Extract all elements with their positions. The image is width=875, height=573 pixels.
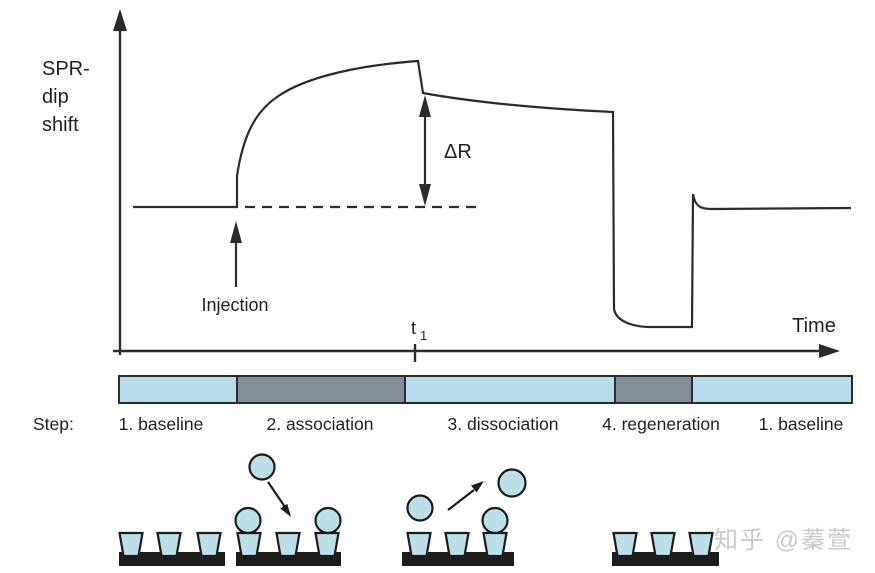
release-arrowhead-icon [471,481,484,493]
sensor-surface-bar [612,552,719,566]
watermark-text: 知乎 @蓁萱 [714,527,853,554]
step-segment-dissociation [404,375,616,404]
delta-r-arrowhead-down-icon [419,184,431,206]
sensor-surface-bar [119,552,225,566]
y-axis-arrowhead-icon [113,9,127,31]
sensorgram-curve [133,59,852,329]
receptor-trapezoid [650,531,676,558]
receptor-trapezoid [196,531,222,558]
free-analyte-circle [406,494,434,522]
receptor-trapezoid [314,531,340,558]
bound-analyte-circle [234,506,262,535]
binding-arrow-line [267,481,286,508]
y-axis-label-line1: SPR- [42,58,90,80]
x-axis-label: Time [792,315,836,337]
injection-annotation: Injection [201,221,269,315]
step-label-baseline-2: 1. baseline [759,414,844,434]
delta-r-label: ΔR [444,141,472,163]
step-label-baseline-1: 1. baseline [119,414,204,434]
schematic-association [234,453,342,566]
step-label-dissociation: 3. dissociation [448,414,559,434]
step-segment-regeneration [614,375,693,404]
receptor-trapezoid [275,531,301,558]
step-segment-association [236,375,406,404]
receptor-trapezoid [406,531,432,558]
release-arrow-line [447,489,475,511]
step-label-regeneration: 4. regeneration [602,414,720,434]
bound-analyte-circle [314,506,342,535]
injection-label: Injection [201,295,268,315]
step-labels-row: Step: 1. baseline 2. association 3. diss… [33,414,843,434]
schematic-baseline-2 [612,531,719,566]
step-caption: Step: [33,414,74,434]
receptor-trapezoid [156,531,182,558]
x-axis-arrowhead-icon [819,344,840,358]
t1-annotation: t 1 [411,318,427,362]
step-bar [118,375,853,404]
delta-r-arrowhead-up-icon [419,95,431,117]
y-axis-label: SPR- dip shift [42,58,90,136]
receptor-trapezoid [612,531,638,558]
sensor-surface-bar [402,552,514,566]
injection-arrowhead-icon [230,221,242,243]
binding-arrowhead-icon [280,503,291,517]
y-axis-label-line3: shift [42,114,79,136]
t1-label: t [411,318,416,338]
delta-r-annotation: ΔR [419,95,472,206]
step-segment-baseline-1 [118,375,238,404]
free-analyte-circle [497,468,527,498]
free-analyte-circle [248,453,276,481]
schematic-baseline-1 [118,531,225,566]
receptor-trapezoid [236,531,262,558]
step-label-association: 2. association [266,414,373,434]
sensor-surface-bar [236,552,341,566]
receptor-trapezoid [482,531,508,558]
receptor-trapezoid [118,531,144,558]
step-segment-baseline-2 [691,375,853,404]
schematic-dissociation [402,468,527,566]
receptor-trapezoid [444,531,470,558]
receptor-trapezoid [688,531,714,558]
bound-analyte-circle [481,506,509,535]
axes [113,9,840,358]
y-axis-label-line2: dip [42,86,69,108]
t1-subscript: 1 [420,328,427,343]
